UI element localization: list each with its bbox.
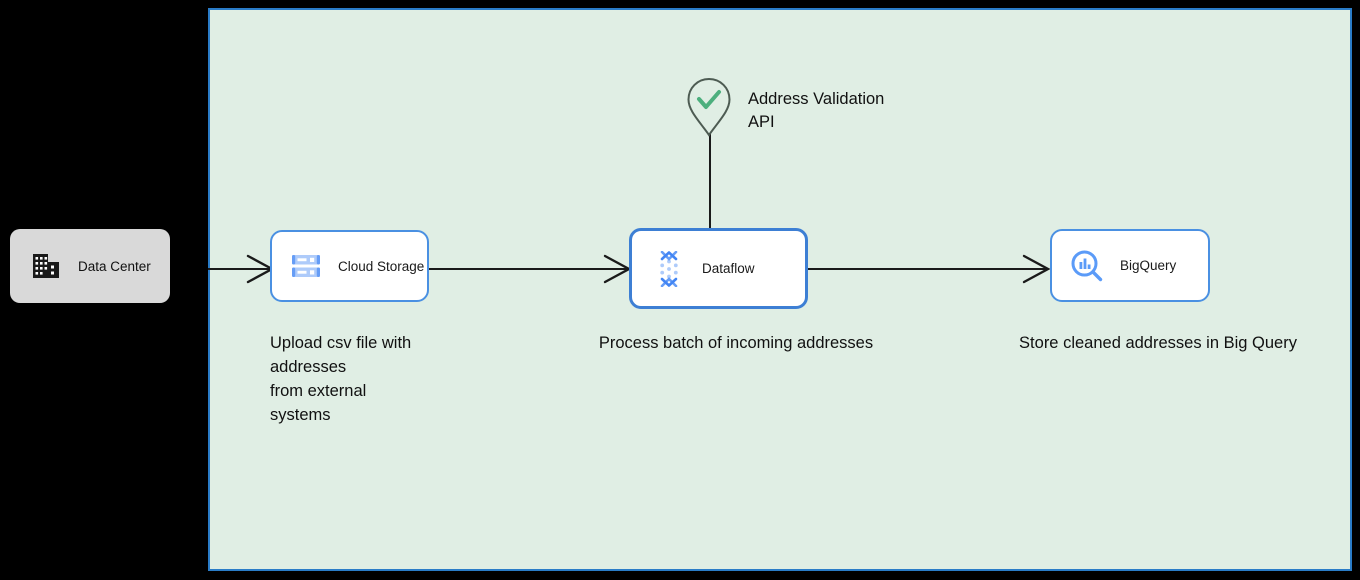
api-label-line1: Address Validation bbox=[748, 90, 885, 108]
caption-line: from external bbox=[270, 382, 367, 400]
node-label-data-center: Data Center bbox=[78, 258, 151, 274]
caption-line: Upload csv file with bbox=[270, 334, 412, 352]
node-label-dataflow: Dataflow bbox=[702, 261, 755, 276]
connector-cloudstorage-to-dataflow[interactable] bbox=[425, 250, 635, 290]
node-dataflow[interactable]: Dataflow bbox=[629, 228, 808, 309]
cloud-storage-icon bbox=[290, 250, 322, 282]
api-label: Address Validation API bbox=[748, 88, 978, 134]
caption-dataflow: Process batch of incoming addresses bbox=[598, 334, 874, 352]
caption-line: addresses bbox=[270, 358, 347, 376]
node-label-cloud-storage: Cloud Storage bbox=[338, 258, 425, 274]
node-data-center[interactable]: Data Center bbox=[10, 229, 170, 303]
dataflow-icon bbox=[652, 250, 686, 287]
node-label-bigquery: BigQuery bbox=[1120, 258, 1177, 273]
building-icon bbox=[32, 253, 60, 279]
map-pin-check-icon[interactable] bbox=[686, 76, 732, 138]
node-cloud-storage[interactable]: Cloud Storage bbox=[270, 230, 429, 302]
caption-bigquery: Store cleaned addresses in Big Query bbox=[1019, 334, 1297, 352]
caption-cloud-storage: Upload csv file with addresses from exte… bbox=[270, 331, 480, 427]
connector-dataflow-to-bigquery[interactable] bbox=[806, 250, 1054, 290]
connector-api-to-dataflow[interactable] bbox=[702, 134, 718, 232]
bigquery-icon bbox=[1070, 249, 1104, 283]
api-label-line2: API bbox=[748, 113, 775, 131]
node-bigquery[interactable]: BigQuery bbox=[1050, 229, 1210, 302]
caption-line: systems bbox=[270, 406, 331, 424]
connector-datacenter-to-cloudstorage[interactable] bbox=[200, 250, 280, 290]
